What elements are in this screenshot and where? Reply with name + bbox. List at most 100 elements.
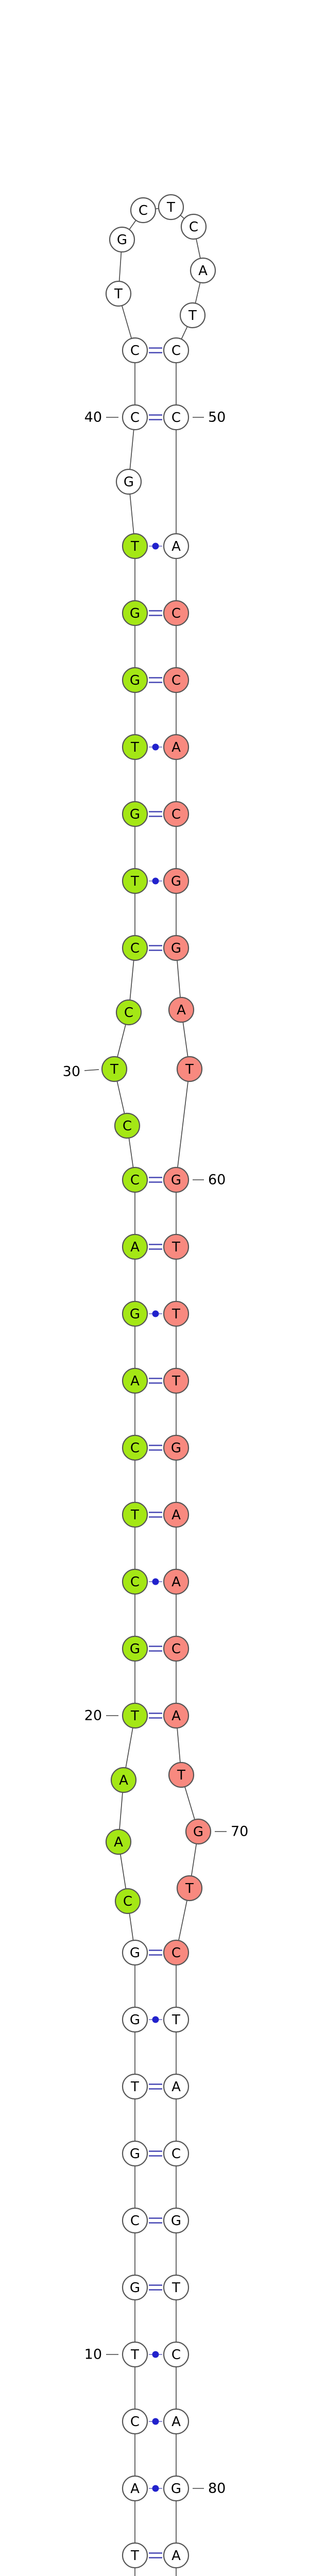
nucleotide: T: [122, 1501, 148, 1528]
nucleotide: A: [163, 2542, 190, 2569]
nucleotide: C: [180, 213, 207, 240]
nucleotide: A: [163, 2408, 190, 2435]
nucleotide: T: [105, 280, 132, 307]
nucleotide-base-letter: C: [123, 1118, 132, 1134]
nucleotide: G: [163, 1166, 190, 1193]
nucleotide: A: [163, 533, 190, 560]
nucleotide-circle: [122, 533, 148, 560]
noncanonical-pair-dot: [152, 2418, 159, 2425]
nucleotide-circle: [163, 2408, 190, 2435]
position-label: 50: [208, 410, 226, 426]
nucleotide-circle: [109, 226, 135, 253]
nucleotide-base-letter: T: [130, 2079, 139, 2095]
nucleotide-circle: [114, 1888, 141, 1914]
noncanonical-pair-dot: [152, 2016, 159, 2023]
nucleotide-circle: [168, 996, 195, 1023]
nucleotides: GAGTGCTACTGCGTGGCAATGCTCAGACCTCCTGTGGTGC…: [101, 194, 216, 2569]
nucleotide-circle: [122, 1233, 148, 1260]
nucleotide-base-letter: T: [130, 740, 139, 755]
nucleotide-base-letter: G: [117, 232, 127, 248]
nucleotide: C: [130, 197, 157, 224]
nucleotide-base-letter: G: [171, 874, 181, 889]
nucleotide: G: [122, 2274, 148, 2301]
nucleotide-circle: [122, 1939, 148, 1966]
nucleotide: A: [163, 1702, 190, 1729]
nucleotide-circle: [163, 734, 190, 760]
nucleotide-base-letter: A: [130, 1240, 140, 1255]
nucleotide: G: [122, 1300, 148, 1327]
nucleotide-base-letter: G: [130, 1945, 140, 1961]
nucleotide-base-letter: G: [193, 1824, 203, 1840]
nucleotide: G: [122, 600, 148, 626]
nucleotide: C: [122, 935, 148, 961]
nucleotide: T: [122, 2073, 148, 2100]
nucleotide-circle: [163, 801, 190, 827]
nucleotide-base-letter: T: [130, 2548, 139, 2564]
nucleotide: T: [163, 1233, 190, 1260]
position-label: 70: [231, 1824, 248, 1840]
nucleotide-circle: [122, 1300, 148, 1327]
nucleotide-base-letter: G: [130, 606, 140, 621]
nucleotide: C: [122, 404, 148, 431]
noncanonical-pair-dot: [152, 543, 159, 550]
nucleotide-circle: [163, 2140, 190, 2167]
nucleotide: C: [163, 404, 190, 431]
nucleotide-circle: [122, 2207, 148, 2234]
nucleotide: A: [163, 2073, 190, 2100]
nucleotide-base-letter: A: [198, 263, 208, 279]
noncanonical-pair-dot: [152, 1578, 159, 1585]
nucleotide-circle: [122, 337, 148, 364]
nucleotide-circle: [130, 197, 157, 224]
nucleotide-circle: [163, 1166, 190, 1193]
noncanonical-pair-dot: [152, 2351, 159, 2358]
nucleotide-circle: [122, 1434, 148, 1461]
nucleotide-base-letter: T: [171, 2012, 180, 2028]
nucleotide-circle: [122, 734, 148, 760]
nucleotide-base-letter: C: [124, 1005, 133, 1021]
nucleotide: T: [168, 1761, 195, 1788]
nucleotide-circle: [122, 935, 148, 961]
nucleotide: G: [163, 2475, 190, 2502]
nucleotide-base-letter: G: [171, 941, 181, 956]
nucleotide-base-letter: G: [130, 1307, 140, 1322]
nucleotide: G: [185, 1818, 212, 1845]
nucleotide-circle: [163, 2207, 190, 2234]
nucleotide-circle: [122, 1635, 148, 1662]
nucleotide: C: [163, 1939, 190, 1966]
nucleotide-base-letter: T: [114, 286, 123, 302]
nucleotide-base-letter: G: [130, 2012, 140, 2028]
nucleotide-circle: [122, 1568, 148, 1595]
nucleotide-base-letter: T: [110, 1062, 118, 1077]
nucleotide-circle: [122, 1166, 148, 1193]
nucleotide: C: [122, 1434, 148, 1461]
nucleotide-circle: [163, 667, 190, 693]
nucleotide-base-letter: A: [171, 740, 181, 755]
nucleotide: A: [190, 257, 216, 284]
nucleotide-circle: [179, 302, 206, 329]
nucleotide-circle: [163, 2073, 190, 2100]
position-label: 30: [63, 1064, 80, 1080]
nucleotide-circle: [105, 280, 132, 307]
nucleotide-circle: [163, 337, 190, 364]
nucleotide-circle: [163, 600, 190, 626]
nucleotide-base-letter: A: [171, 2079, 181, 2095]
nucleotide-base-letter: T: [130, 1507, 139, 1523]
nucleotide: G: [122, 2006, 148, 2033]
backbone-segment: [176, 1069, 190, 1180]
nucleotide-circle: [163, 1702, 190, 1729]
nucleotide: C: [122, 2207, 148, 2234]
nucleotide: A: [122, 2475, 148, 2502]
nucleotide-base-letter: T: [171, 2280, 180, 2296]
nucleotide: T: [163, 1367, 190, 1394]
nucleotide: C: [163, 2341, 190, 2368]
nucleotide: C: [163, 337, 190, 364]
nucleotide-base-letter: G: [171, 1440, 181, 1456]
nucleotide: T: [179, 302, 206, 329]
nucleotide-circle: [163, 935, 190, 961]
nucleotide-circle: [122, 1367, 148, 1394]
nucleotide: T: [101, 1056, 128, 1082]
nucleotide-base-letter: A: [130, 1374, 140, 1389]
nucleotide: C: [115, 999, 142, 1026]
nucleotide-circle: [122, 2006, 148, 2033]
